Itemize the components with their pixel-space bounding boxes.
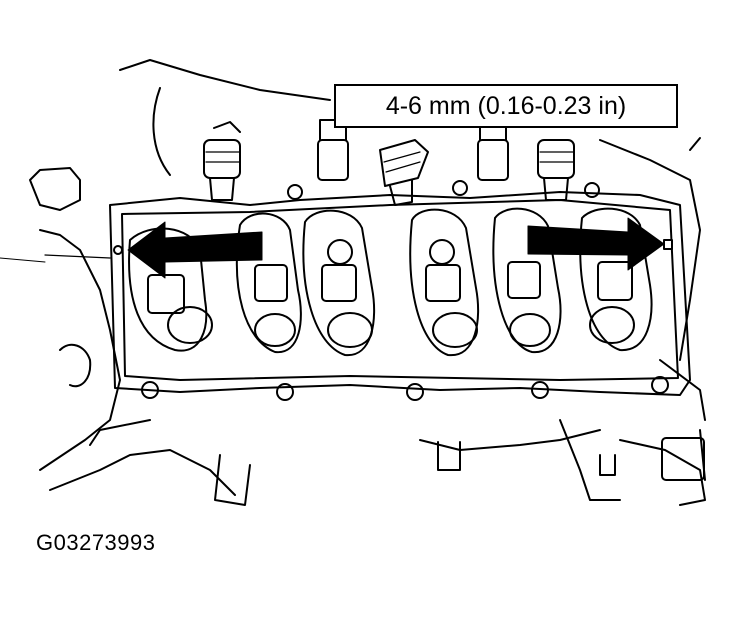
rocker-arm (492, 207, 562, 354)
rocker-arm (579, 207, 653, 352)
left-arrow-icon (113, 221, 263, 279)
fuel-injector (203, 121, 241, 201)
engine-block-outline (0, 59, 706, 506)
rocker-arm (409, 208, 480, 357)
head-bolt-row (141, 180, 669, 401)
right-arrow-icon (527, 217, 673, 271)
measurement-callout: 4-6 mm (0.16-0.23 in) (334, 84, 678, 128)
rocker-arm (235, 212, 302, 354)
fuel-injector (537, 139, 575, 201)
measurement-callout-text: 4-6 mm (0.16-0.23 in) (385, 91, 627, 120)
rocker-arm (128, 227, 213, 352)
figure-id-label: G03273993 (36, 530, 156, 555)
fuel-injector-row (203, 119, 575, 206)
rocker-arm-assemblies (128, 207, 653, 357)
cylinder-head-outline (109, 191, 691, 396)
rocker-arm (302, 209, 376, 357)
injector-bracket (317, 119, 509, 181)
